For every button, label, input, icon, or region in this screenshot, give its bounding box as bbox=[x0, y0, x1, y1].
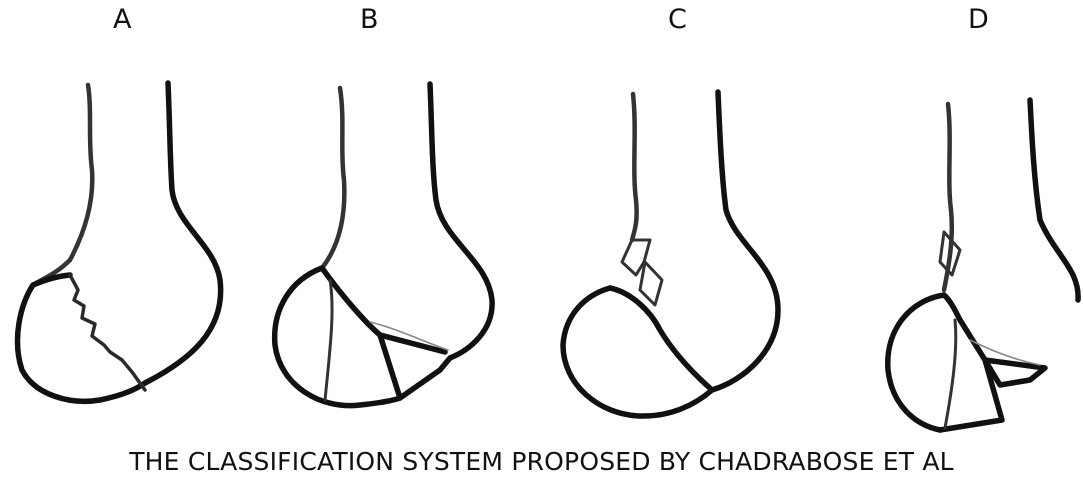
panel-b-drawing bbox=[275, 84, 492, 406]
panel-c-comminuted-fragment-2 bbox=[640, 262, 662, 305]
panel-d-shaft-medial bbox=[944, 104, 952, 290]
panel-label-d: D bbox=[968, 6, 989, 33]
panel-label-c: C bbox=[668, 6, 687, 33]
panel-d-capitellum bbox=[888, 295, 944, 430]
panel-a-capitellum-top bbox=[33, 275, 70, 285]
panel-b-shaft-medial bbox=[322, 88, 344, 268]
panel-label-a: A bbox=[113, 6, 131, 33]
panel-c-condyle bbox=[563, 288, 712, 416]
panel-b-vertical-split bbox=[325, 280, 332, 400]
panel-label-b: B bbox=[360, 6, 379, 33]
panel-c-comminuted-fragment bbox=[622, 240, 650, 275]
panel-d-shaft-lateral bbox=[1030, 100, 1078, 300]
panel-c-fracture-line bbox=[610, 288, 712, 390]
panel-a-fracture-line bbox=[70, 275, 145, 390]
panel-c-shaft-lateral bbox=[712, 92, 778, 390]
panel-c-shaft-medial bbox=[632, 94, 637, 240]
panel-a-shaft-lateral bbox=[145, 83, 221, 383]
figure-caption: THE CLASSIFICATION SYSTEM PROPOSED BY CH… bbox=[0, 449, 1083, 474]
panel-d-drawing bbox=[888, 100, 1078, 430]
panel-b-shaft-lateral bbox=[430, 84, 492, 358]
panel-a-shaft-medial bbox=[33, 85, 92, 285]
panel-c-drawing bbox=[563, 92, 778, 416]
panel-d-split-line bbox=[945, 320, 956, 428]
panel-a-drawing bbox=[18, 83, 221, 401]
